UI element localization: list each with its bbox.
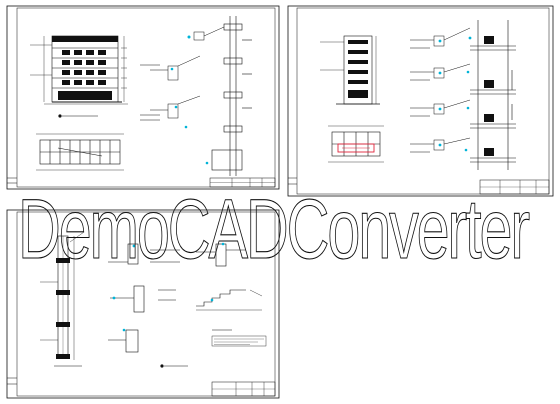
section-details-1 [140, 26, 225, 121]
callout-details-2 [410, 27, 471, 153]
building-elevation-1 [30, 35, 128, 105]
floor-plan-2 [328, 125, 384, 163]
sheet-1 [6, 5, 280, 190]
sheet-3 [6, 209, 280, 399]
wall-section-3 [40, 231, 85, 367]
detail-column-1 [211, 16, 252, 176]
sheet-2 [287, 5, 554, 197]
section-details-2 [470, 20, 516, 170]
floor-plan-strip-1 [36, 133, 124, 171]
section-details-3 [108, 243, 267, 353]
building-elevation-2 [320, 35, 380, 105]
watermark-text: DemoCADConverter [18, 182, 529, 276]
